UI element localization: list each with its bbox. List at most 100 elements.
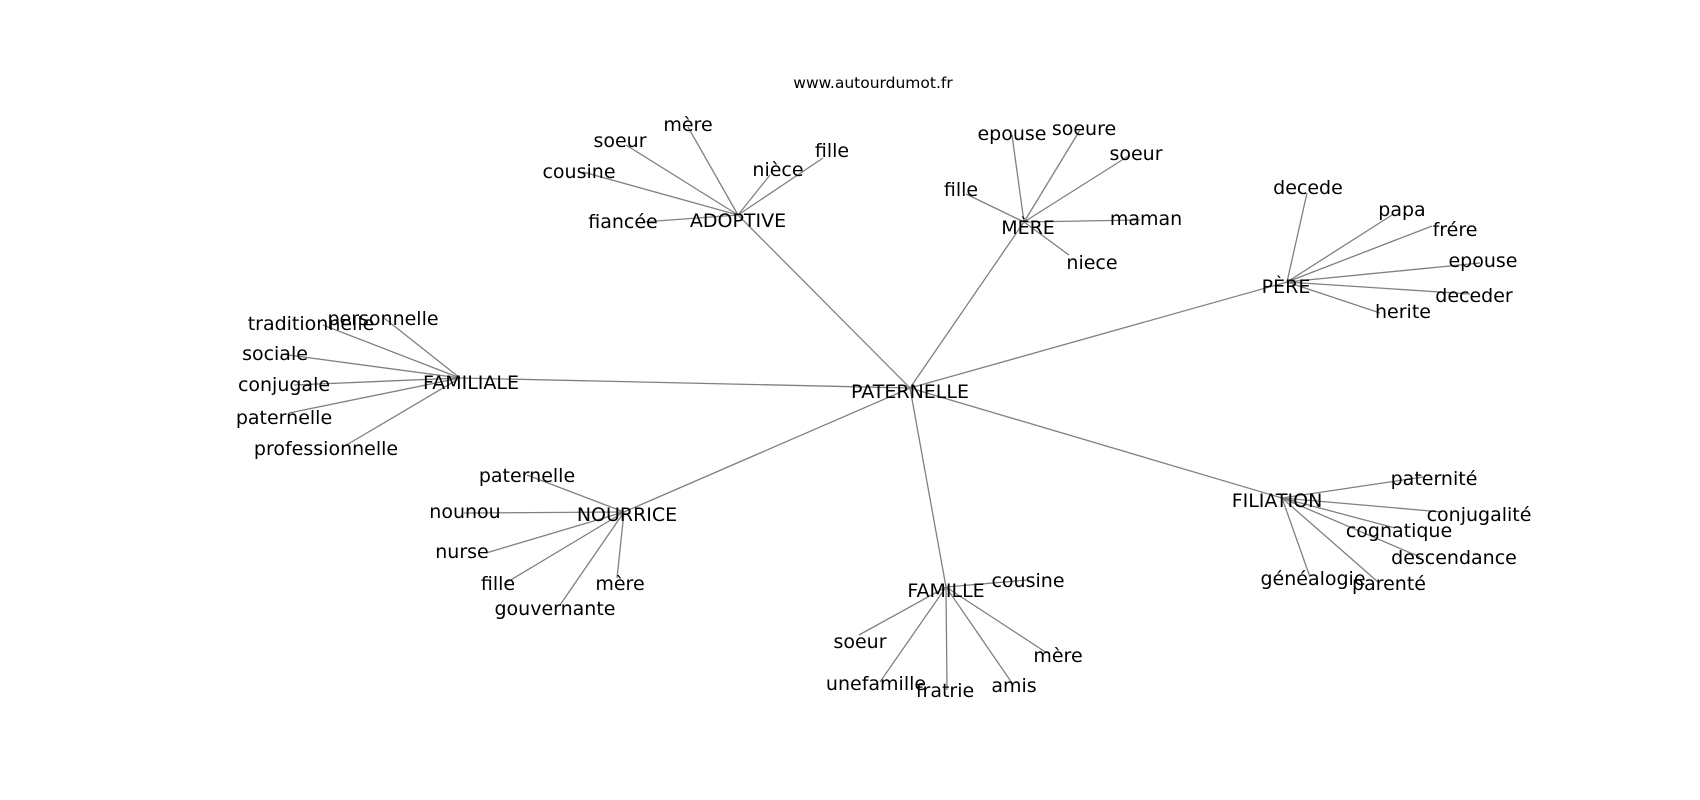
edge-adoptive-to-fille — [737, 157, 824, 216]
edge-familiale-to-personnelle — [383, 317, 461, 379]
edges-layer — [280, 126, 1481, 691]
leaf-node-adoptive-mere: mère — [663, 114, 712, 136]
edge-adoptive-to-niece — [737, 174, 771, 216]
edge-pere-to-papa — [1286, 214, 1393, 283]
edge-nourrice-to-gouvernante — [559, 511, 625, 606]
leaf-node-famille-soeur: soeur — [833, 631, 886, 653]
leaf-node-pere-frere: frére — [1433, 219, 1478, 241]
edge-adoptive-to-soeur — [625, 144, 739, 216]
leaf-node-famille-fratrie: fratrie — [916, 680, 974, 702]
edge-familiale-to-traditionnelle — [322, 324, 461, 379]
edge-filiation-to-paternite — [1281, 476, 1424, 499]
leaf-node-filiation-paternite: paternité — [1391, 468, 1478, 490]
leaf-node-nourrice-mere: mère — [595, 573, 644, 595]
leaf-node-nourrice-gouvernante: gouvernante — [494, 598, 615, 620]
leaf-node-filiation-conjugalite: conjugalité — [1427, 504, 1532, 526]
edge-root-to-familiale — [459, 377, 911, 389]
edge-nourrice-to-mere — [616, 511, 625, 579]
edge-nourrice-to-nounou — [463, 511, 625, 514]
leaf-node-mere-epouse: epouse — [977, 123, 1046, 145]
leaf-node-familiale-professionnelle: professionnelle — [254, 438, 398, 460]
leaf-node-nourrice-nurse: nurse — [435, 541, 488, 563]
leaf-node-adoptive-soeur: soeur — [593, 130, 646, 152]
edge-root-to-mere — [909, 221, 1025, 389]
edge-adoptive-to-mere — [687, 126, 739, 216]
leaf-node-familiale-sociale: sociale — [242, 343, 308, 365]
edge-nourrice-to-fille — [503, 511, 625, 585]
leaf-node-mere-fille: fille — [944, 179, 978, 201]
leaf-node-familiale-traditionnelle: traditionnelle — [248, 313, 375, 335]
edge-pere-to-deceder — [1286, 281, 1471, 295]
leaf-node-filiation-descendance: descendance — [1391, 547, 1517, 569]
edge-filiation-to-conjugalite — [1281, 497, 1443, 513]
leaf-node-adoptive-fille: fille — [815, 140, 849, 162]
edge-pere-to-epouse — [1286, 262, 1481, 283]
leaf-node-famille-amis: amis — [991, 675, 1036, 697]
hub-node-familiale: FAMILIALE — [423, 372, 519, 394]
edge-familiale-to-professionnelle — [342, 377, 461, 448]
edge-mere-to-epouse — [1011, 134, 1025, 223]
leaf-node-adoptive-niece: nièce — [752, 159, 803, 181]
edge-mere-to-maman — [1023, 219, 1141, 223]
edge-famille-to-cousine — [945, 579, 1029, 588]
edge-adoptive-to-cousine — [582, 171, 739, 216]
edge-famille-to-mere — [945, 586, 1048, 654]
edge-mere-to-soeure — [1023, 129, 1081, 223]
edge-mere-to-soeur — [1023, 154, 1131, 223]
source-label: www.autourdumot.fr — [793, 74, 953, 92]
root-node-label: PATERNELLE — [851, 381, 969, 403]
leaf-node-nourrice-paternelle: paternelle — [479, 465, 575, 487]
leaf-node-nourrice-fille: fille — [481, 573, 515, 595]
edge-nourrice-to-nurse — [485, 511, 625, 554]
edge-pere-to-herite — [1286, 281, 1381, 314]
hub-node-mere: MÈRE — [1001, 216, 1055, 239]
leaf-node-familiale-conjugale: conjugale — [238, 374, 330, 396]
leaf-node-pere-deceder: deceder — [1435, 285, 1513, 307]
leaf-node-famille-cousine: cousine — [991, 570, 1064, 592]
leaf-node-famille-unefamille: unefamille — [826, 673, 926, 695]
edge-root-to-nourrice — [623, 387, 911, 513]
edge-adoptive-to-fiancee — [642, 214, 739, 223]
leaf-node-filiation-cognatique: cognatique — [1346, 520, 1452, 542]
edge-famille-to-amis — [945, 586, 1013, 684]
leaf-node-adoptive-cousine: cousine — [542, 161, 615, 183]
leaf-node-famille-mere: mère — [1033, 645, 1082, 667]
edge-mere-to-fille — [965, 193, 1025, 223]
edge-root-to-filiation — [909, 387, 1283, 499]
edge-nourrice-to-paternelle — [526, 474, 625, 513]
hub-node-pere: PÈRE — [1262, 275, 1311, 298]
leaf-node-pere-decede: decede — [1273, 177, 1343, 199]
leaf-node-mere-maman: maman — [1110, 208, 1182, 230]
edge-root-to-adoptive — [737, 214, 911, 389]
edge-filiation-to-cognatique — [1281, 497, 1396, 529]
leaf-node-filiation-parente: parenté — [1352, 573, 1426, 595]
leaf-node-mere-niece: niece — [1066, 252, 1117, 274]
leaf-node-pere-epouse: epouse — [1448, 250, 1517, 272]
edge-pere-to-decede — [1286, 192, 1308, 283]
leaf-node-pere-herite: herite — [1375, 301, 1431, 323]
edge-filiation-to-descendance — [1281, 497, 1421, 558]
edge-pere-to-frere — [1286, 225, 1433, 283]
edge-familiale-to-conjugale — [293, 377, 461, 386]
edge-filiation-to-genealogie — [1281, 497, 1311, 578]
edge-famille-to-unefamille — [879, 586, 947, 683]
leaf-node-nourrice-nounou: nounou — [429, 501, 500, 523]
hub-node-filiation: FILIATION — [1232, 490, 1323, 512]
leaf-node-mere-soeure: soeure — [1052, 118, 1116, 140]
edge-familiale-to-sociale — [280, 353, 461, 379]
edge-famille-to-fratrie — [945, 586, 948, 691]
edge-root-to-pere — [909, 281, 1288, 389]
leaf-node-adoptive-fiancee: fiancée — [588, 211, 657, 233]
labels-layer: www.autourdumot.fr PATERNELLE ADOPTIVE mèr… — [236, 74, 1532, 702]
leaf-node-filiation-genealogie: généalogie — [1260, 568, 1365, 590]
leaf-node-familiale-personnelle: personnelle — [327, 308, 438, 330]
hub-node-famille: FAMILLE — [907, 580, 984, 602]
edge-root-to-famille — [909, 387, 947, 588]
hub-node-adoptive: ADOPTIVE — [690, 210, 786, 232]
edge-famille-to-soeur — [858, 586, 947, 636]
hub-node-nourrice: NOURRICE — [577, 504, 677, 526]
leaf-node-familiale-paternelle: paternelle — [236, 407, 332, 429]
leaf-node-pere-papa: papa — [1378, 199, 1425, 221]
edge-filiation-to-parente — [1281, 497, 1379, 583]
